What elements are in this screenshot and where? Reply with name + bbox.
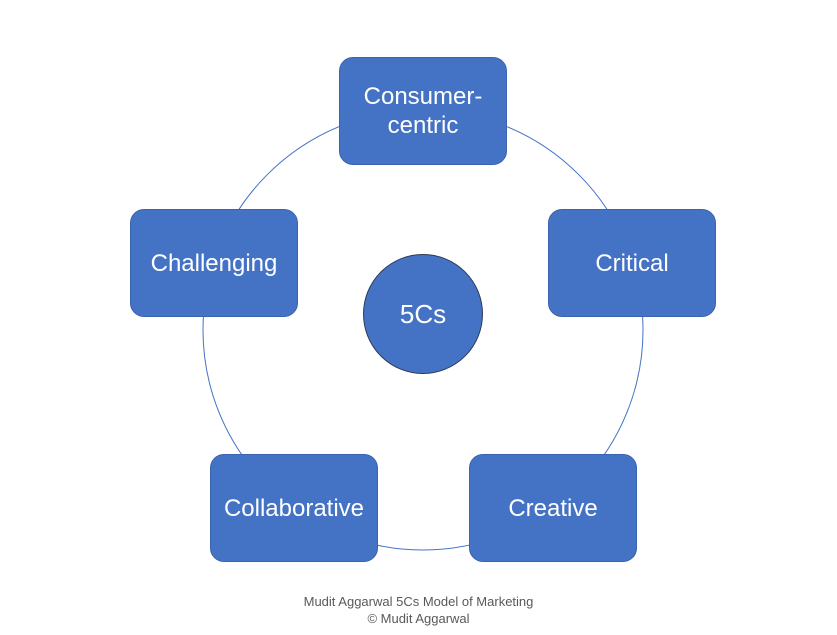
node-critical: Critical [548, 209, 716, 317]
node-collaborative-label: Collaborative [223, 494, 365, 522]
center-label: 5Cs [399, 298, 447, 329]
node-critical-label: Critical [595, 249, 669, 277]
node-creative-label: Creative [508, 494, 598, 522]
node-challenging: Challenging [130, 209, 298, 317]
node-creative: Creative [469, 454, 637, 562]
node-challenging-label: Challenging [150, 249, 278, 277]
center-circle: 5Cs [363, 254, 483, 374]
caption-title: Mudit Aggarwal 5Cs Model of Marketing [303, 594, 534, 609]
caption-copyright: © Mudit Aggarwal [367, 611, 470, 626]
node-consumer-centric-label: Consumer- centric [363, 83, 483, 139]
node-consumer-centric: Consumer- centric [339, 57, 507, 165]
node-collaborative: Collaborative [210, 454, 378, 562]
